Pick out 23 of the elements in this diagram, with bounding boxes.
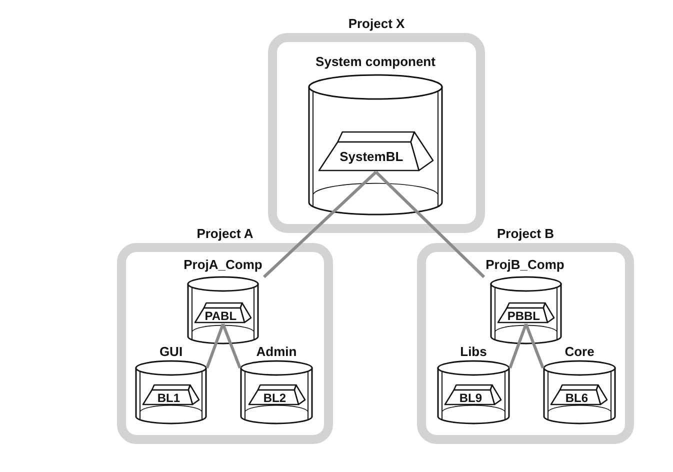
block-label: BL6 (565, 390, 588, 406)
connector-line (222, 323, 242, 369)
frame-title: Project B (496, 226, 554, 242)
block-label: BL9 (459, 390, 482, 406)
block-label: SystemBL (340, 149, 404, 165)
cylinder-label: Core (564, 344, 594, 360)
block-label: PBBL (507, 308, 540, 324)
block-label: BL2 (263, 390, 286, 406)
cylinder-label: Admin (256, 344, 297, 360)
connector-line (262, 170, 378, 278)
connector-line (508, 323, 528, 369)
frame-title: Project A (196, 226, 254, 242)
cylinder-label: ProjB_Comp (486, 257, 564, 273)
connector-line (524, 323, 544, 369)
block-label: PABL (204, 308, 237, 324)
cylinder-label: Libs (460, 344, 487, 360)
cylinder-label: System component (316, 54, 436, 70)
frame-title: Project X (348, 16, 405, 32)
connector-line (206, 323, 224, 369)
cylinder-label: ProjA_Comp (184, 257, 262, 273)
cylinder-label: GUI (159, 344, 183, 360)
block-label: BL1 (157, 390, 180, 406)
connector-line (374, 170, 486, 278)
